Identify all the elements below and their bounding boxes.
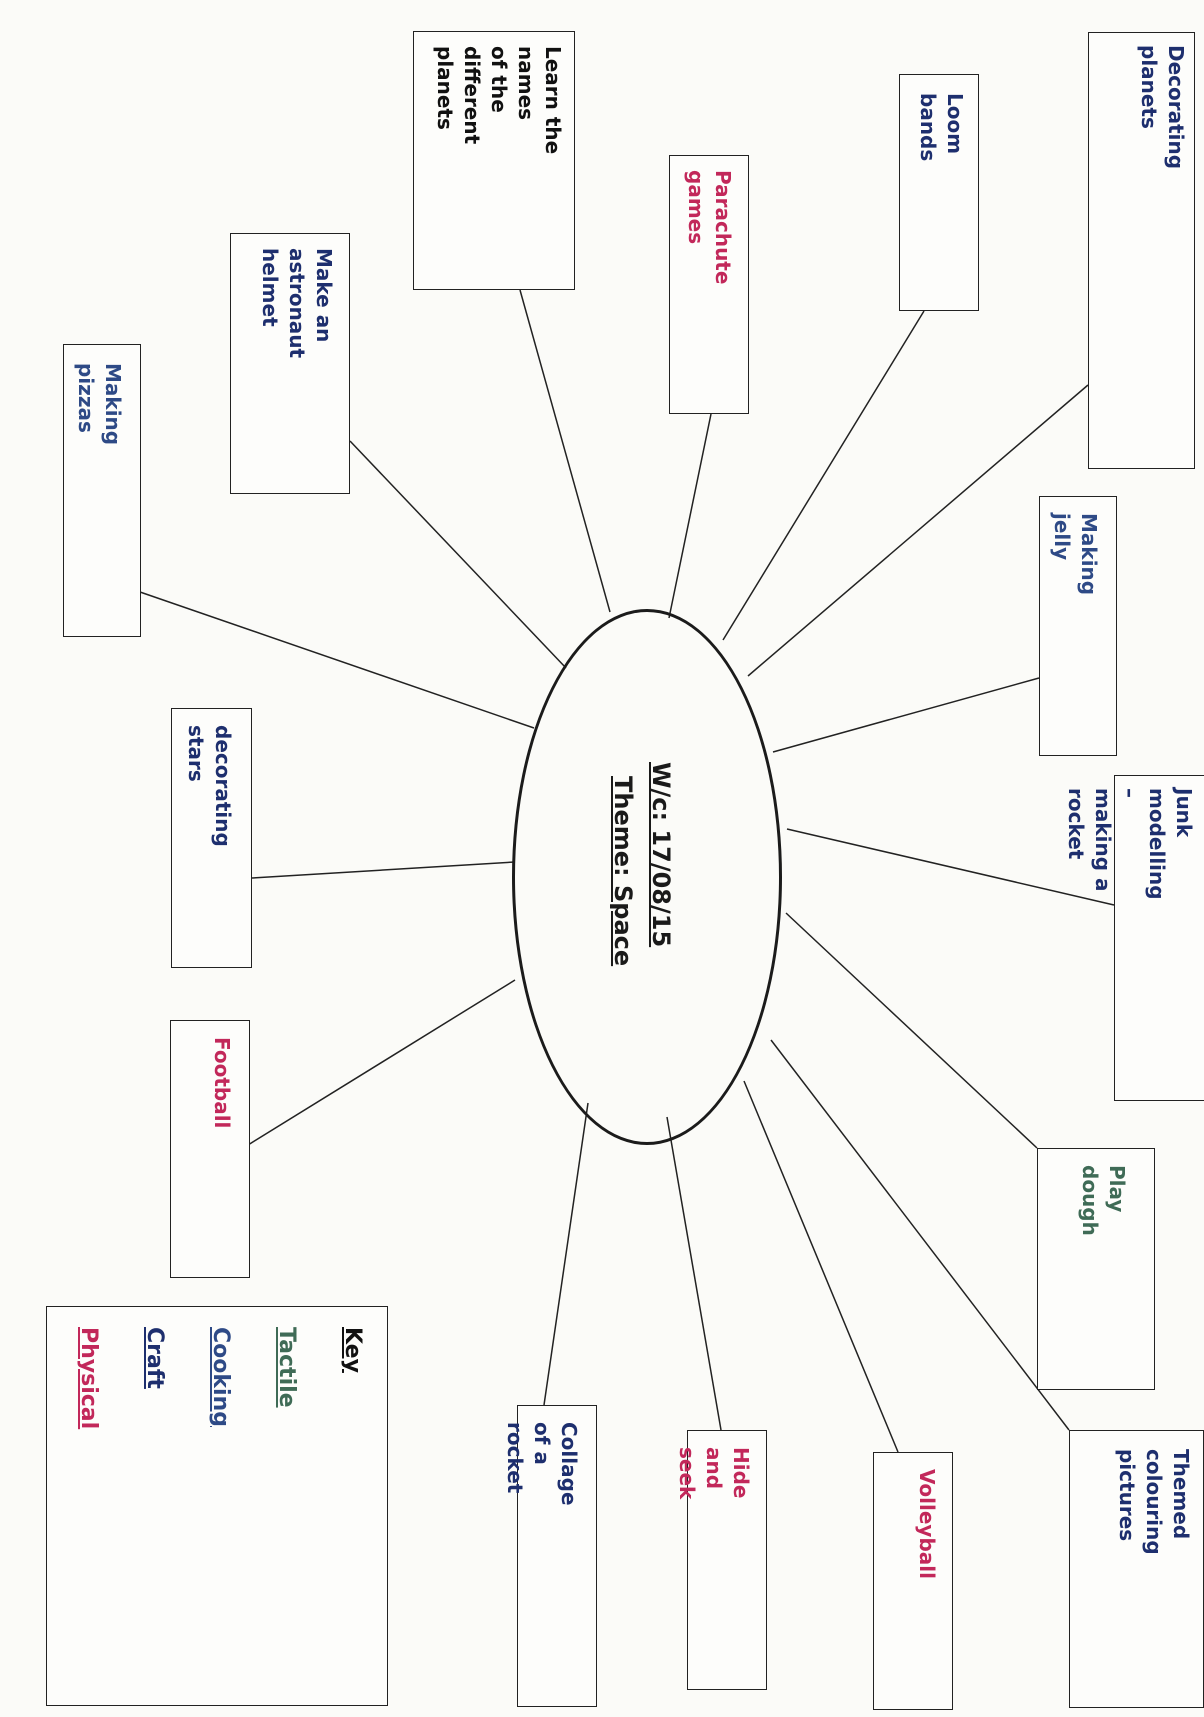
activity-label: Decorating planets [1137,45,1188,170]
connector-parachute-games [668,413,712,619]
activity-box-astronaut-helmet: Make an astronaut helmet [230,233,350,494]
activity-box-loom-bands: Loom bands [899,74,979,311]
connector-loom-bands [722,310,925,641]
activity-label: Themed colouring pictures [1115,1449,1193,1555]
key-item-cooking: Cooking [208,1327,233,1427]
connector-junk-modelling [786,828,1115,906]
connector-astronaut-helmet [349,440,567,669]
activity-box-collage-rocket: Collage of a rocket [503,1405,597,1707]
activity-box-play-dough: Play dough [1037,1148,1155,1390]
connector-making-jelly [772,677,1040,753]
key-title: Key [340,1327,365,1373]
connector-football [247,979,516,1146]
connector-volleyball [743,1080,899,1453]
activity-label: Parachute games [684,170,735,285]
connector-play-dough [785,912,1038,1149]
activity-box-junk-modelling: Junk modelling – making a rocket [1064,775,1204,1101]
connector-decorating-planets [747,384,1089,677]
theme-title: Theme: Space [609,776,637,967]
activity-label: Volleyball [915,1469,939,1579]
activity-box-volleyball: Volleyball [873,1452,953,1710]
activity-box-learn-planets: Learn the names of the different planets [413,31,575,290]
activity-box-hide-and-seek: Hide and seek [675,1430,767,1690]
central-theme-ellipse: W/c: 17/08/15 Theme: Space [512,609,782,1145]
activity-label: Play dough [1078,1165,1129,1236]
key-box: Key Tactile Cooking Craft Physical [46,1306,388,1706]
activity-label: Learn the names of the different planets [433,46,565,155]
connector-learn-planets [519,289,611,613]
connector-hide-and-seek [666,1116,722,1431]
activity-box-making-pizzas: Making pizzas [63,344,141,637]
activity-label: Junk modelling – making a rocket [1064,788,1196,900]
activity-label: Making pizzas [74,363,125,446]
activity-label: Loom bands [916,93,967,162]
connector-making-pizzas [139,591,535,729]
activity-box-making-jelly: Making jelly [1039,496,1117,756]
connector-collage-rocket [543,1102,589,1406]
activity-label: Collage of a rocket [503,1422,581,1506]
activity-label: Make an astronaut helmet [258,248,336,359]
activity-label: Hide and seek [675,1447,753,1500]
activity-box-themed-colouring: Themed colouring pictures [1069,1430,1204,1708]
activity-label: Making jelly [1050,513,1101,596]
activity-label: Football [210,1037,234,1129]
connector-decorating-stars [251,861,516,879]
key-item-craft: Craft [142,1327,167,1389]
key-item-physical: Physical [76,1327,101,1430]
activity-box-football: Football [170,1020,250,1278]
activity-box-decorating-stars: decorating stars [171,708,252,968]
connector-themed-colouring [770,1039,1070,1431]
week-commencing-date: W/c: 17/08/15 [647,762,675,948]
activity-box-decorating-planets: Decorating planets [1088,32,1195,469]
activity-box-parachute-games: Parachute games [669,155,749,414]
activity-label: decorating stars [184,725,235,847]
key-item-tactile: Tactile [274,1327,299,1408]
